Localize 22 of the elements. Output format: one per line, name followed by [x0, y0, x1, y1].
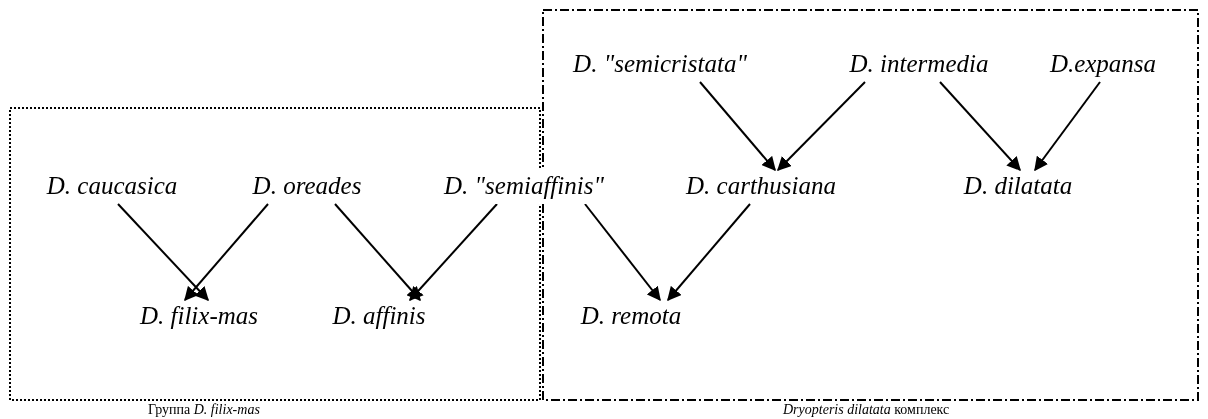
arrow [584, 203, 661, 302]
arrow [117, 203, 209, 301]
species-label: D. filix-mas [104, 300, 294, 334]
group-caption: Dryopteris dilatata комплекс [783, 402, 950, 418]
arrow [667, 203, 751, 302]
species-label: D. intermedia [822, 48, 1016, 82]
species-label: D. affinis [308, 300, 450, 334]
species-label: D. dilatata [938, 170, 1098, 204]
arrow [409, 203, 498, 302]
species-label: D. oreades [228, 170, 386, 204]
arrow [699, 81, 776, 172]
species-label: D. carthusiana [654, 170, 868, 204]
species-label: D.expansa [1015, 48, 1191, 82]
species-label: D. caucasica [14, 170, 210, 204]
arrow [939, 81, 1021, 172]
group-caption: Группа D. filix-mas [148, 402, 260, 418]
arrow [184, 203, 269, 302]
arrow [1034, 81, 1101, 172]
arrow [334, 203, 421, 302]
species-label: D. "semicristata" [558, 48, 762, 82]
arrow [777, 81, 866, 171]
species-label: D. remota [564, 300, 698, 334]
